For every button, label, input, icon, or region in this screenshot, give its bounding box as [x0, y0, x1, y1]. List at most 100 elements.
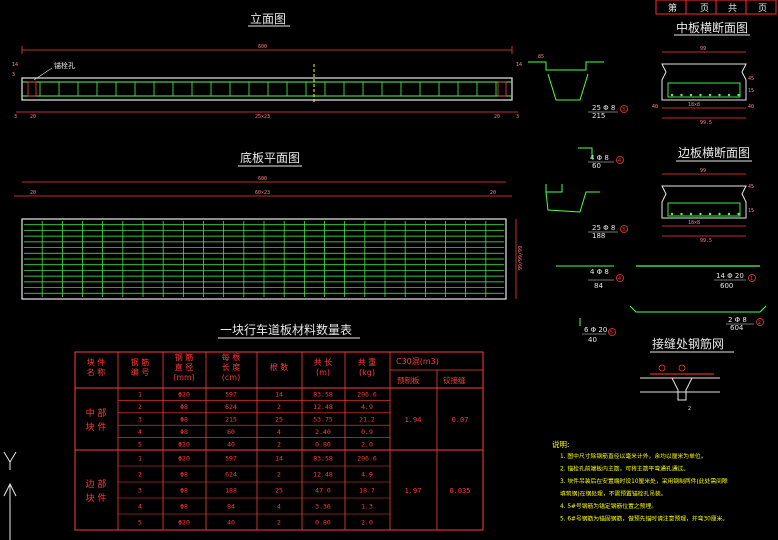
table-header-cell: 编 号: [131, 367, 150, 377]
table-cell: 40: [227, 519, 235, 527]
rebar-edge-len: 188: [592, 232, 605, 240]
r4-top-label: 4 Φ 8: [590, 154, 609, 162]
table-header-cell: 名 称: [87, 367, 106, 377]
table-cell: Φ20: [178, 519, 190, 527]
table-header-cell: 钢 筋: [131, 357, 150, 367]
rebar-mid-len: 215: [592, 112, 605, 120]
table-header-cell: 共 重: [358, 357, 377, 367]
table-cell: 14: [275, 391, 283, 399]
table-cell: 2: [277, 519, 281, 527]
svg-text:4: 4: [618, 158, 621, 164]
table-cell: 4: [138, 428, 142, 436]
long2-label: 2 Φ 8: [728, 316, 747, 324]
table-cell: Φ8: [180, 403, 188, 411]
table-cell: 1.3: [361, 503, 373, 511]
svg-text:3: 3: [12, 72, 15, 78]
ucs-icon: Y: [3, 451, 17, 540]
note-line: 填筑钢)在钢处理，不需预置锚栓孔吊装。: [560, 490, 667, 498]
table-cell: 21.2: [359, 416, 375, 424]
svg-text:14: 14: [12, 62, 18, 68]
title-elevation: 立面图: [250, 11, 286, 26]
r4-top-len: 60: [592, 162, 601, 170]
table-cell: 0.9: [361, 428, 373, 436]
svg-text:600: 600: [258, 176, 267, 182]
elevation-view: 600 锚栓孔 25×23 20 20 3 3 14 3 14: [12, 44, 522, 120]
table-cell: 84: [227, 503, 235, 511]
table-cell: 0.80: [315, 519, 331, 527]
title-mid-section: 中板横断面图: [676, 20, 748, 35]
table-header-cell: (cm): [222, 373, 240, 382]
svg-text:99.5: 99.5: [700, 120, 712, 126]
r4-bot-label: 4 Φ 8: [590, 268, 609, 276]
svg-text:45: 45: [748, 76, 754, 82]
table-header-cell: 根 数: [270, 362, 289, 372]
table-cell: 2: [277, 471, 281, 479]
svg-text:4: 4: [618, 276, 621, 282]
rebar-5: 6 Φ 20 40 5: [579, 318, 616, 344]
svg-text:25×23: 25×23: [255, 114, 270, 120]
svg-text:3: 3: [622, 107, 625, 113]
title-bottom-plan: 底板平面图: [240, 150, 300, 165]
table-cell: 2: [138, 471, 142, 479]
group-name: 块 件: [86, 421, 107, 433]
svg-text:2: 2: [688, 406, 691, 412]
table-cell: 25: [275, 416, 283, 424]
svg-text:3: 3: [622, 227, 625, 233]
note-line: 4. 5#号钢筋为锚定钢筋位置之预埋。: [560, 502, 657, 510]
svg-text:99/99/99: 99/99/99: [518, 246, 524, 270]
svg-text:15: 15: [748, 88, 754, 94]
svg-text:99: 99: [700, 46, 706, 52]
svg-text:20: 20: [30, 114, 36, 120]
table-cell: 83.58: [313, 391, 333, 399]
table-cell: 2: [138, 403, 142, 411]
table-cell: 4: [277, 428, 281, 436]
table-cell: Φ8: [180, 487, 188, 495]
table-cell: 4: [277, 503, 281, 511]
long1-len: 600: [720, 282, 733, 290]
subheader-precast: 预制板: [397, 375, 420, 385]
r5-len: 40: [588, 336, 597, 344]
table-cell: 0.80: [315, 440, 331, 448]
table-header-cell: 块 件: [87, 357, 106, 367]
long2-len: 604: [730, 324, 744, 332]
svg-text:2: 2: [758, 320, 761, 326]
table-cell: 2.40: [315, 428, 331, 436]
table-cell: 5: [138, 440, 142, 448]
svg-text:18×8: 18×8: [688, 102, 700, 108]
group-name: 边 部: [86, 478, 107, 490]
table-cell: Φ20: [178, 440, 190, 448]
table-cell: 206.6: [357, 455, 377, 463]
rebar-mid-label: 25 Φ 8: [592, 104, 615, 112]
tb-2: 页: [700, 3, 709, 14]
table-cell: 4: [138, 503, 142, 511]
table-header-cell: 钢 筋: [175, 352, 194, 362]
rebar-4-bottom: 4 Φ 8 84 4: [556, 265, 624, 290]
table-cell: 624: [225, 403, 237, 411]
table-cell: 53.75: [313, 416, 333, 424]
mid-section-view: 99 18×8 99.5 40 40 45 15: [652, 46, 754, 126]
table-cell: 12.48: [313, 471, 333, 479]
svg-text:14: 14: [516, 62, 522, 68]
table-header-cell: 共 长: [314, 357, 333, 367]
concrete-joint: 0.035: [449, 487, 470, 495]
table-header-cell: (mm): [173, 373, 195, 382]
table-cell: Φ8: [180, 503, 188, 511]
header-concrete: C30混(m3): [396, 357, 439, 366]
table-cell: Φ8: [180, 428, 188, 436]
joint-mesh-view: 2: [640, 364, 720, 412]
table-cell: Φ20: [178, 455, 190, 463]
table-cell: 624: [225, 471, 237, 479]
table-cell: 3: [138, 487, 142, 495]
svg-text:85: 85: [538, 54, 544, 60]
svg-text:3: 3: [516, 114, 519, 120]
edge-section-view: 99 18×8 99.5 45 15: [661, 168, 754, 244]
anchor-hole-label: 锚栓孔: [54, 61, 75, 70]
tb-3: 共: [728, 3, 737, 14]
svg-text:40: 40: [748, 104, 754, 110]
rebar-3-mid: 85 25 Φ 8 215 3: [528, 54, 628, 120]
svg-text:15: 15: [748, 208, 754, 214]
table-cell: 4.9: [361, 471, 373, 479]
table-cell: 60: [227, 428, 235, 436]
concrete-joint: 0.07: [452, 416, 469, 424]
